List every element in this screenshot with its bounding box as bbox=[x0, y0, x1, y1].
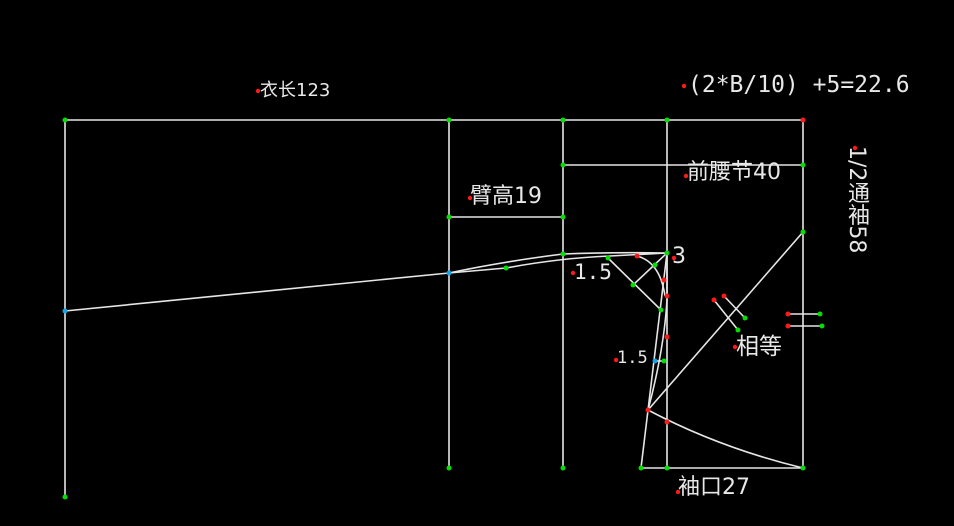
label-half-sleeve: 1/2通袖58 bbox=[844, 146, 869, 254]
control-points[interactable] bbox=[62, 83, 858, 500]
label-front-waist: 前腰节40 bbox=[687, 160, 781, 185]
construction-lines bbox=[64, 119, 822, 497]
label-equal: 相等 bbox=[736, 334, 782, 360]
label-offset-1-5-lower: 1.5 bbox=[617, 348, 648, 368]
label-offset-1-5-upper: 1.5 bbox=[574, 260, 612, 284]
label-offset-3: 3 bbox=[672, 244, 686, 269]
label-formula: (2*B/10) +5=22.6 bbox=[688, 72, 910, 98]
label-cuff: 袖口27 bbox=[678, 475, 750, 500]
label-sleeve-height: 臂高19 bbox=[470, 184, 542, 209]
label-garment-length: 衣长123 bbox=[260, 80, 331, 101]
